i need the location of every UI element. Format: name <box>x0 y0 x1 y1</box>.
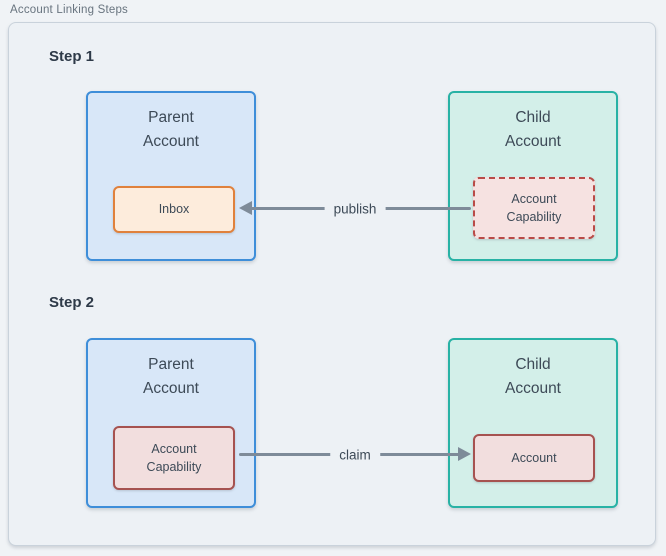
figure-title: Account Linking Steps <box>10 4 128 16</box>
step1-inbox-label: Inbox <box>158 202 190 217</box>
step2-account-capability-box: Account Capability <box>113 426 235 490</box>
step2-parent-account-title: Parent Account <box>88 353 254 401</box>
step1-parent-title-line2: Account <box>142 133 199 151</box>
step-2-heading: Step 2 <box>49 294 95 311</box>
step1-parent-account-title: Parent Account <box>88 106 254 154</box>
publish-arrow-label: publish <box>324 201 386 217</box>
step1-child-title-line2: Account <box>504 133 561 151</box>
step2-parent-title-line2: Account <box>142 380 199 398</box>
step-1-heading: Step 1 <box>49 48 95 65</box>
publish-arrowhead-left-icon <box>239 201 252 215</box>
step1-child-title-line1: Child <box>515 109 551 126</box>
step2-child-account-box: Child Account Account <box>448 338 618 508</box>
claim-arrowhead-right-icon <box>458 447 471 461</box>
step2-parent-title-line1: Parent <box>148 356 194 373</box>
publish-arrow: publish <box>239 201 471 217</box>
step2-capability-label-line1: Account <box>151 441 197 456</box>
step2-child-title-line2: Account <box>504 380 561 398</box>
step1-child-account-title: Child Account <box>450 106 616 154</box>
diagram-frame: Step 1 Parent Account Inbox Child Accoun… <box>8 22 656 546</box>
step2-account-box: Account <box>473 434 595 482</box>
step1-capability-label-line2: Capability <box>506 210 562 224</box>
step1-account-capability-box: Account Capability <box>473 177 595 239</box>
step1-parent-title-line1: Parent <box>148 109 194 126</box>
claim-arrow: claim <box>239 447 471 463</box>
step1-child-account-box: Child Account Account Capability <box>448 91 618 261</box>
step2-child-account-title: Child Account <box>450 353 616 401</box>
step2-parent-account-box: Parent Account Account Capability <box>86 338 256 508</box>
step2-capability-label-line2: Capability <box>146 460 202 474</box>
step2-child-title-line1: Child <box>515 356 551 373</box>
claim-arrow-label: claim <box>330 447 380 463</box>
step1-inbox-box: Inbox <box>113 186 235 233</box>
step1-capability-label-line1: Account <box>511 191 557 206</box>
step1-parent-account-box: Parent Account Inbox <box>86 91 256 261</box>
step2-account-label: Account <box>511 450 557 465</box>
